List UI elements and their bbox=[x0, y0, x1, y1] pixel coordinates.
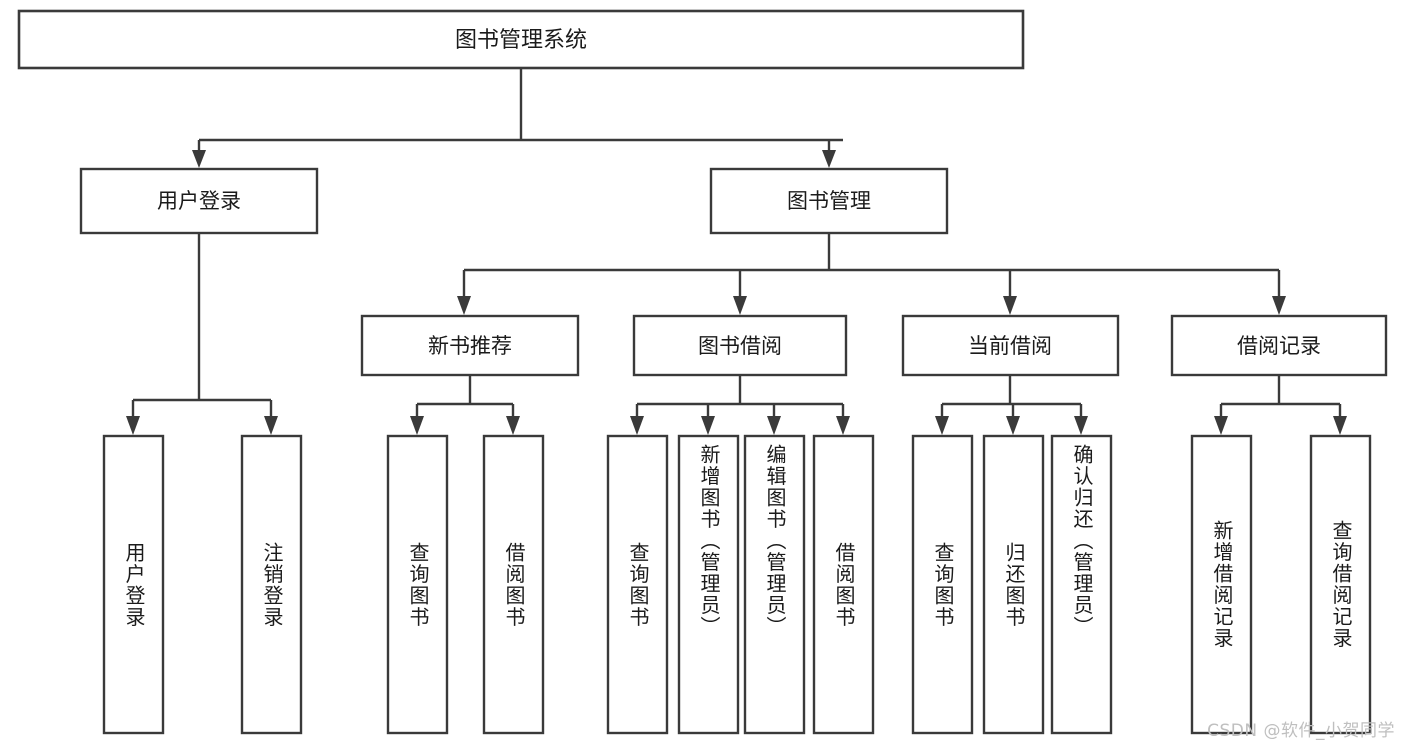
node-book-manage-label: 图书管理 bbox=[787, 189, 871, 213]
node-new-book-rec[interactable]: 新书推荐 bbox=[360, 314, 580, 377]
edge-borrowrecord-trunk bbox=[1219, 375, 1342, 420]
arrow-to-book-borrow bbox=[733, 296, 747, 315]
arrow-to-leaf-borrow-book-2 bbox=[836, 416, 850, 435]
arrow-to-current-borrow bbox=[1003, 296, 1017, 315]
node-user-login-label: 用户登录 bbox=[157, 189, 241, 213]
node-borrow-record-rect[interactable] bbox=[1170, 314, 1388, 377]
node-leaf-query-book-1-rect[interactable] bbox=[386, 434, 449, 735]
node-leaf-query-book-2-rect[interactable] bbox=[606, 434, 669, 735]
node-leaf-edit-book-rect[interactable] bbox=[743, 434, 806, 735]
node-current-borrow[interactable]: 当前借阅 bbox=[901, 314, 1120, 377]
node-user-login[interactable]: 用户登录 bbox=[79, 167, 319, 235]
arrow-to-leaf-query-book-3 bbox=[935, 416, 949, 435]
node-book-manage[interactable]: 图书管理 bbox=[709, 167, 949, 235]
edge-bookborrow-trunk bbox=[635, 375, 845, 420]
node-current-borrow-rect[interactable] bbox=[901, 314, 1120, 377]
node-borrow-record[interactable]: 借阅记录 bbox=[1170, 314, 1388, 377]
edge-userlogin-trunk bbox=[131, 233, 273, 420]
edge-newbookrec-trunk bbox=[415, 375, 515, 420]
arrow-to-leaf-edit-book bbox=[767, 416, 781, 435]
arrow-to-leaf-user-logout bbox=[264, 416, 278, 435]
node-leaf-add-book-rect[interactable] bbox=[677, 434, 740, 735]
arrow-to-leaf-query-book-1 bbox=[410, 416, 424, 435]
arrow-to-leaf-add-record bbox=[1214, 416, 1228, 435]
edge-currentborrow-trunk bbox=[940, 375, 1083, 420]
node-leaf-query-record-rect[interactable] bbox=[1309, 434, 1372, 735]
node-user-login-rect[interactable] bbox=[79, 167, 319, 235]
edge-bookmanage-trunk bbox=[462, 233, 1281, 300]
arrow-to-new-book-rec bbox=[457, 296, 471, 315]
node-book-borrow-label: 图书借阅 bbox=[698, 334, 782, 358]
node-root-rect[interactable] bbox=[17, 9, 1025, 70]
node-book-borrow-rect[interactable] bbox=[632, 314, 848, 377]
leaf-nodes-group bbox=[102, 434, 1372, 735]
arrow-to-leaf-add-book bbox=[701, 416, 715, 435]
arrow-to-leaf-return-book bbox=[1006, 416, 1020, 435]
node-leaf-query-book-3-rect[interactable] bbox=[911, 434, 974, 735]
node-book-manage-rect[interactable] bbox=[709, 167, 949, 235]
node-leaf-return-book-rect[interactable] bbox=[982, 434, 1045, 735]
arrow-to-leaf-user-login bbox=[126, 416, 140, 435]
node-root[interactable]: 图书管理系统 bbox=[17, 9, 1025, 70]
arrow-to-leaf-query-record bbox=[1333, 416, 1347, 435]
watermark-text: CSDN @软件_小贺同学 bbox=[1207, 721, 1395, 741]
arrow-to-borrow-record bbox=[1272, 296, 1286, 315]
node-leaf-user-logout-rect[interactable] bbox=[240, 434, 303, 735]
node-leaf-add-record-rect[interactable] bbox=[1190, 434, 1253, 735]
node-new-book-rec-rect[interactable] bbox=[360, 314, 580, 377]
node-leaf-confirm-return-rect[interactable] bbox=[1050, 434, 1113, 735]
edge-root-trunk bbox=[197, 68, 843, 155]
arrow-to-leaf-query-book-2 bbox=[630, 416, 644, 435]
node-book-borrow[interactable]: 图书借阅 bbox=[632, 314, 848, 377]
arrow-to-user-login bbox=[192, 150, 206, 168]
node-leaf-borrow-book-1-rect[interactable] bbox=[482, 434, 545, 735]
node-leaf-user-login-rect[interactable] bbox=[102, 434, 165, 735]
edges-group bbox=[126, 68, 1347, 435]
node-borrow-record-label: 借阅记录 bbox=[1237, 334, 1321, 358]
node-new-book-rec-label: 新书推荐 bbox=[428, 334, 512, 358]
node-current-borrow-label: 当前借阅 bbox=[968, 334, 1052, 358]
arrow-to-leaf-confirm-return bbox=[1074, 416, 1088, 435]
arrow-to-leaf-borrow-book-1 bbox=[506, 416, 520, 435]
arrow-to-book-manage bbox=[822, 150, 836, 168]
node-leaf-borrow-book-2-rect[interactable] bbox=[812, 434, 875, 735]
node-root-label: 图书管理系统 bbox=[455, 28, 587, 53]
